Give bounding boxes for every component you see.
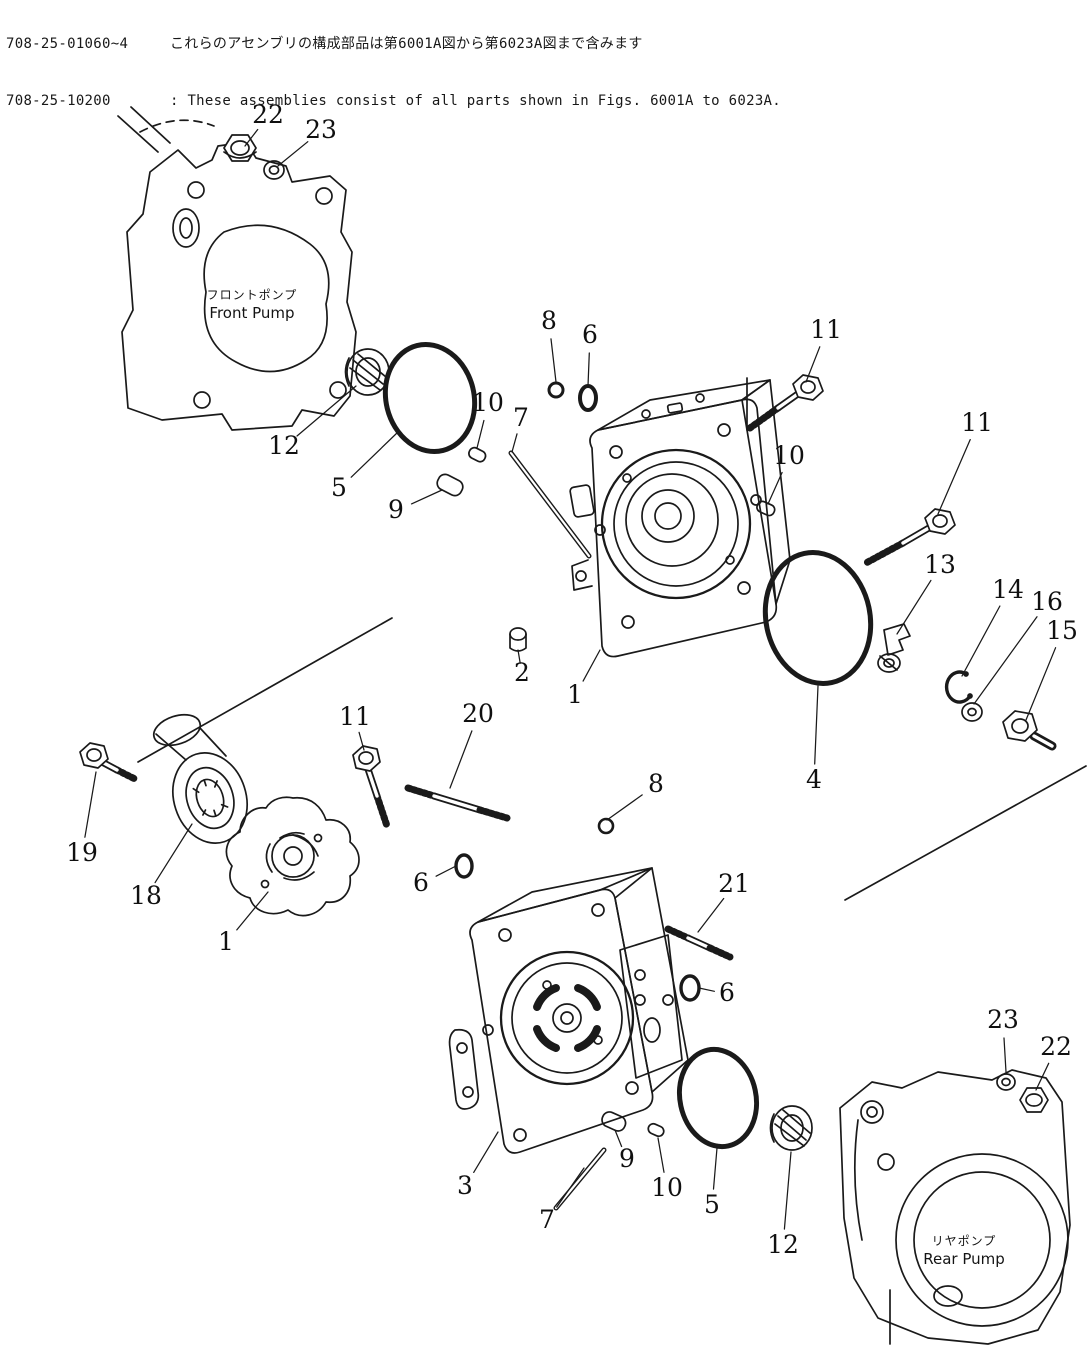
- o-ring-4: [762, 550, 874, 686]
- leader-line-13-15: [896, 579, 932, 635]
- leader-line-16-17: [973, 616, 1038, 705]
- o-ring-5-bottom: [676, 1046, 760, 1150]
- pin-9-bottom: [601, 1111, 627, 1132]
- stud-20: [404, 784, 511, 822]
- leader-line-9-30: [614, 1129, 623, 1148]
- assembly-code-1: 708-25-01060~4: [6, 36, 129, 52]
- leader-line-12-33: [783, 1151, 792, 1230]
- rear-pump-label-en: Rear Pump: [923, 1250, 1005, 1268]
- leader-line-19-19: [84, 771, 97, 838]
- leader-line-4-14: [814, 685, 819, 765]
- header-row-2: 708-25-10200 : These assemblies consist …: [6, 92, 781, 111]
- assembly-note-en: : These assemblies consist of all parts …: [170, 93, 782, 109]
- washer-16: [961, 702, 983, 722]
- leader-line-6-27: [698, 987, 716, 992]
- assembly-note-jp: これらのアセンブリの構成部品は第6001A図から第6023A図まで含みます: [170, 36, 643, 52]
- leader-line-6-8: [587, 352, 590, 387]
- front-pump-label-en: Front Pump: [209, 304, 295, 322]
- rear-pump-housing-drawing: [839, 1069, 1071, 1345]
- section-boundary-lines: [137, 377, 1087, 901]
- rod-7-bottom: [553, 1147, 607, 1211]
- leader-line-5-32: [712, 1147, 718, 1190]
- pin-10-top: [468, 446, 487, 463]
- leader-lines: [84, 128, 1057, 1230]
- leader-line-14-16: [961, 605, 1001, 677]
- leader-line-12-2: [296, 385, 357, 437]
- leader-line-7-29: [556, 1167, 585, 1208]
- o-ring-8-bottom: [597, 817, 615, 835]
- o-ring-5-top: [382, 342, 478, 454]
- leader-line-9-4: [410, 489, 443, 505]
- leader-line-10-31: [657, 1137, 665, 1173]
- bolt-11-bottom: [352, 745, 391, 830]
- leader-line-10-11: [767, 471, 783, 505]
- rod-7-top: [508, 450, 592, 559]
- leader-line-21-26: [697, 897, 725, 933]
- leader-line-20-23: [449, 730, 473, 789]
- nut-22-bottom: [1019, 1087, 1049, 1113]
- leader-line-11-22: [358, 731, 365, 751]
- bolt-11-top: [746, 374, 824, 432]
- leader-line-2-12: [517, 649, 521, 664]
- leader-line-7-6: [511, 433, 518, 453]
- snap-ring-14: [944, 670, 973, 704]
- o-ring-6-bottom-left: [454, 853, 474, 879]
- leader-line-23-34: [1003, 1037, 1007, 1073]
- coupling-18: [152, 713, 248, 844]
- bearing-12-bottom: [769, 1105, 813, 1151]
- stud-21: [664, 925, 734, 961]
- cam-rotor-1: [225, 796, 360, 917]
- rear-pump-label: リヤポンプ Rear Pump: [923, 1232, 1005, 1268]
- o-ring-8-top: [547, 381, 565, 399]
- leader-line-8-7: [550, 338, 557, 383]
- leader-line-8-25: [606, 794, 643, 821]
- front-pump-label-jp: フロントポンプ: [206, 288, 298, 302]
- leader-line-5-3: [350, 431, 399, 478]
- pin-10-bottom: [647, 1122, 665, 1138]
- plug-2: [509, 627, 527, 652]
- clip-13: [877, 623, 911, 673]
- seal-6-top: [578, 384, 598, 412]
- leader-line-23-1: [277, 141, 309, 167]
- pin-9-top: [436, 473, 464, 497]
- front-pump-label: フロントポンプ Front Pump: [207, 286, 298, 322]
- leader-line-11-10: [937, 438, 971, 515]
- leader-line-6-24: [435, 865, 457, 877]
- leader-line-10-5: [476, 419, 485, 449]
- washer-23-bottom: [996, 1073, 1016, 1091]
- assembly-code-2: 708-25-10200: [6, 93, 111, 109]
- bolt-19: [79, 742, 139, 783]
- header-row-1: 708-25-01060~4 これらのアセンブリの構成部品は第6001A図から第…: [6, 35, 781, 54]
- rear-pump-label-jp: リヤポンプ: [931, 1234, 997, 1248]
- leader-line-18-20: [154, 823, 193, 884]
- pin-10-right: [756, 500, 776, 517]
- leader-line-11-9: [805, 346, 821, 383]
- leader-line-1-13: [582, 649, 601, 682]
- bolt-11-right: [862, 508, 956, 567]
- leader-line-15-18: [1025, 647, 1057, 721]
- leader-line-3-28: [473, 1131, 499, 1174]
- leader-line-22-35: [1035, 1062, 1050, 1091]
- bolt-15: [1002, 710, 1057, 751]
- figure-header: 708-25-01060~4 これらのアセンブリの構成部品は第6001A図から第…: [6, 0, 781, 149]
- washer-23-top: [263, 160, 285, 180]
- pump-body-3-bottom: [448, 867, 689, 1154]
- o-ring-6-bottom-right: [679, 974, 701, 1002]
- leader-line-22-0: [244, 128, 259, 147]
- leader-line-1-21: [236, 891, 269, 931]
